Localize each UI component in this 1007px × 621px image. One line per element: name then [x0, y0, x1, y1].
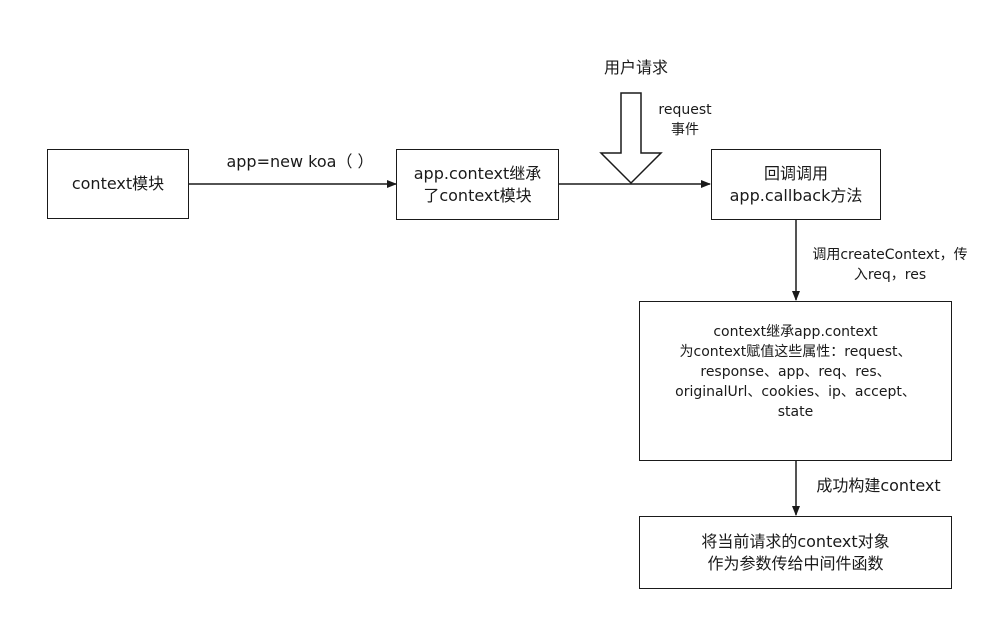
app-context-box: app.context继承 了context模块: [396, 149, 559, 220]
context-module-line: context模块: [71, 174, 165, 193]
edge-label-build-context-text: 成功构建context: [816, 476, 941, 495]
app-context-line-1: app.context继承: [413, 163, 542, 183]
pass-context-line-1: 将当前请求的context对象: [701, 531, 890, 551]
callback-box: 回调调用 app.callback方法: [711, 149, 881, 220]
user-request-event-line-1: request: [658, 102, 712, 118]
context-assign-line-1: context继承app.context: [713, 324, 878, 340]
pass-context-box: 将当前请求的context对象 作为参数传给中间件函数: [639, 516, 952, 589]
context-assign-line-4: originalUrl、cookies、ip、accept、: [675, 384, 916, 400]
edge-label-new-koa: app=new koa（ ）: [205, 151, 395, 173]
user-request-event-line-2: 事件: [671, 122, 699, 138]
edge-label-new-koa-text: app=new koa（ ）: [226, 152, 374, 171]
context-assign-line-3: response、app、req、res、: [700, 364, 891, 380]
context-module-box: context模块: [47, 149, 189, 219]
user-request-arrow: [599, 92, 663, 185]
callback-line-2: app.callback方法: [729, 185, 863, 205]
callback-line-1: 回调调用: [763, 163, 828, 183]
user-request-event-label: request 事件: [648, 100, 722, 140]
user-request-title-text: 用户请求: [603, 58, 668, 77]
edge-label-create-context: 调用createContext，传 入req，res: [800, 245, 980, 285]
edge-label-build-context: 成功构建context: [806, 475, 951, 497]
pass-context-line-2: 作为参数传给中间件函数: [707, 553, 884, 573]
context-assign-line-2: 为context赋值这些属性：request、: [679, 344, 912, 360]
edge-label-create-context-line-2: 入req，res: [853, 267, 927, 283]
edge-label-create-context-line-1: 调用createContext，传: [812, 247, 968, 263]
context-assign-line-5: state: [777, 404, 814, 420]
context-assign-box: context继承app.context 为context赋值这些属性：requ…: [639, 301, 952, 461]
app-context-line-2: 了context模块: [423, 185, 532, 205]
user-request-title: 用户请求: [586, 57, 686, 79]
